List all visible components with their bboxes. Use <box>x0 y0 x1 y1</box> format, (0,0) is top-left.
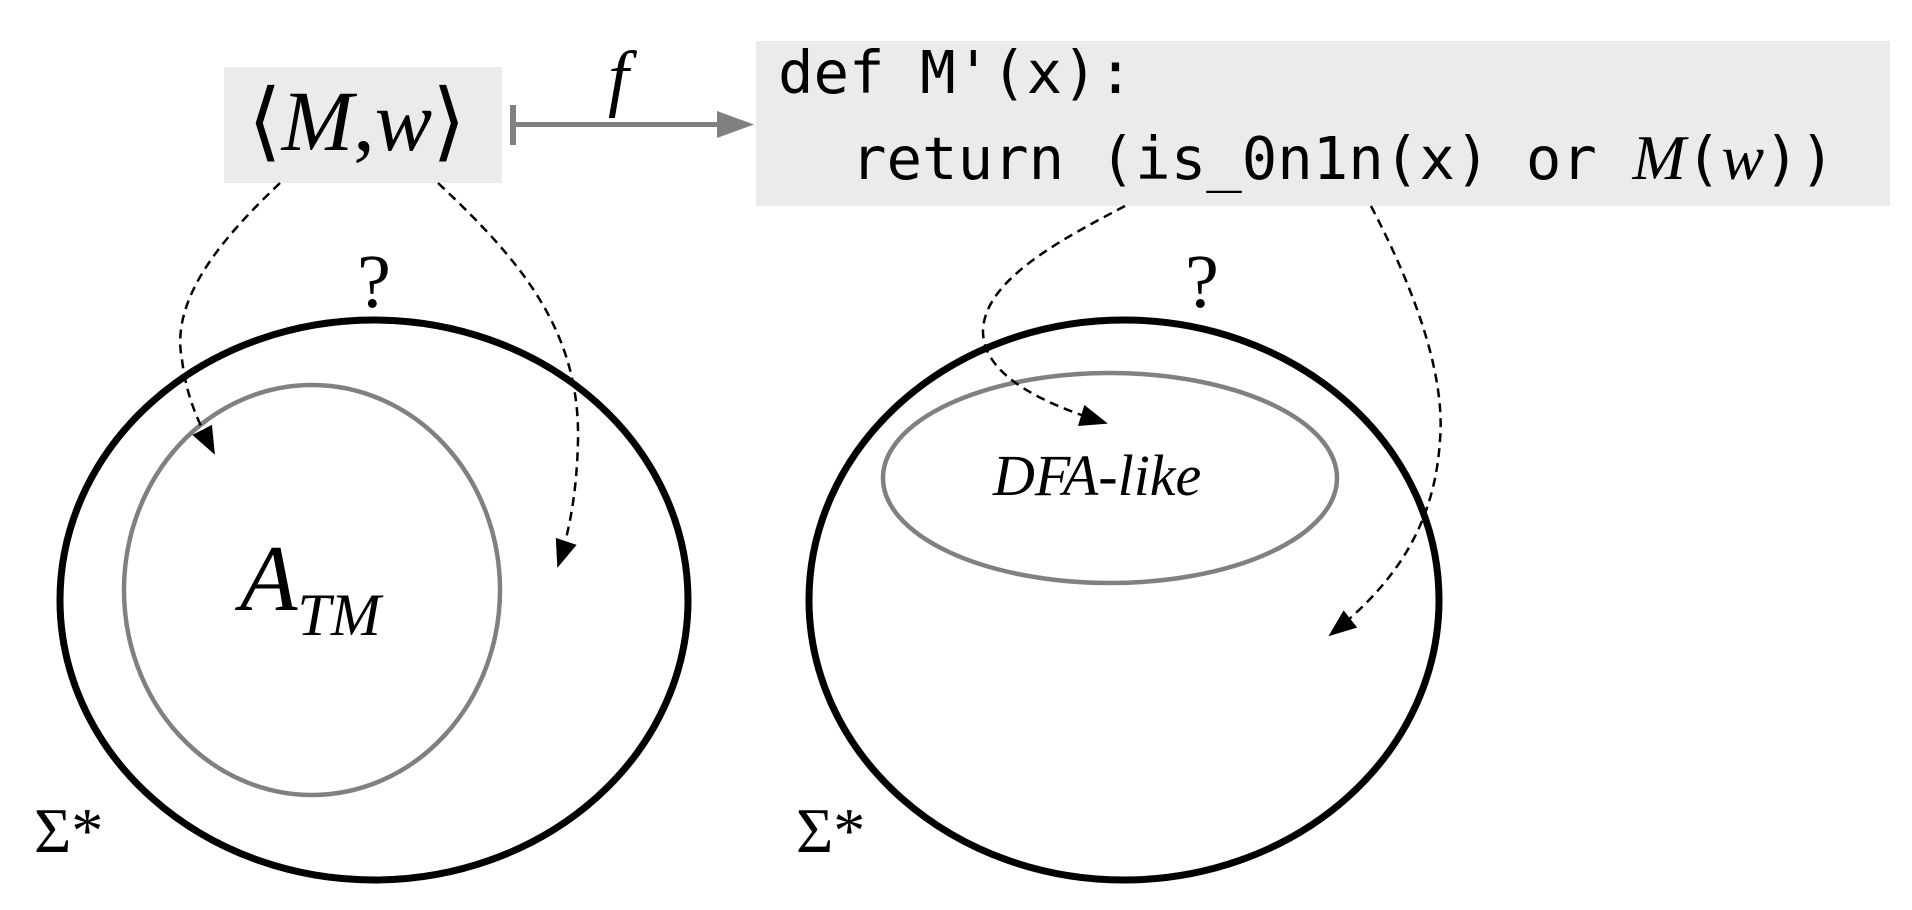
code-input-symbol: w <box>1721 122 1764 193</box>
dfa-like-label: DFA-like <box>992 443 1201 508</box>
left-universe-set <box>56 316 692 884</box>
dashed-arrow-to-atm <box>179 182 281 455</box>
input-encoding: ⟨M,w⟩ <box>248 73 466 169</box>
machine-symbol: M <box>280 73 358 169</box>
code-box-background <box>756 41 1890 206</box>
dashed-arrow-to-outside-dfa <box>1328 205 1442 637</box>
right-question-mark: ? <box>1185 240 1219 324</box>
mapping-arrow-shaft <box>513 122 719 127</box>
dashed-arrow-to-dfa-like <box>981 204 1126 426</box>
atm-label: ATM <box>234 527 384 648</box>
code-line-2: return (is_0n1n(x) or M(w)) <box>851 122 1835 193</box>
atm-set <box>121 382 503 798</box>
left-angle-bracket: ⟨ <box>248 73 282 169</box>
atm-label-main: A <box>234 527 298 631</box>
right-universe-label: Σ* <box>796 795 865 866</box>
right-universe-set <box>805 316 1443 884</box>
left-venn-diagram: ? ATM Σ* <box>34 182 692 884</box>
dfa-like-set <box>880 370 1340 586</box>
atm-label-subscript: TM <box>297 582 383 648</box>
dashed-arrow-to-complement <box>437 182 580 568</box>
right-angle-bracket: ⟩ <box>432 73 466 169</box>
mapping-arrow: f <box>510 37 754 145</box>
input-box: ⟨M,w⟩ <box>224 67 502 183</box>
left-universe-label: Σ* <box>34 795 103 866</box>
code-box: def M'(x): return (is_0n1n(x) or M(w)) <box>756 38 1890 206</box>
code-line-2-prefix: return (is_0n1n(x) or <box>851 124 1632 193</box>
input-box-background <box>224 67 502 183</box>
comma: , <box>353 73 375 169</box>
code-open-paren: ( <box>1686 124 1722 193</box>
code-machine-symbol: M <box>1631 122 1689 193</box>
code-close-parens: )) <box>1764 124 1835 193</box>
code-line-1: def M'(x): <box>778 38 1133 107</box>
right-venn-diagram: ? DFA-like Σ* <box>796 204 1443 884</box>
input-string-symbol: w <box>375 73 432 169</box>
left-question-mark: ? <box>357 240 391 324</box>
mapping-function-label: f <box>608 37 638 119</box>
mapping-arrow-head-icon <box>717 111 754 138</box>
